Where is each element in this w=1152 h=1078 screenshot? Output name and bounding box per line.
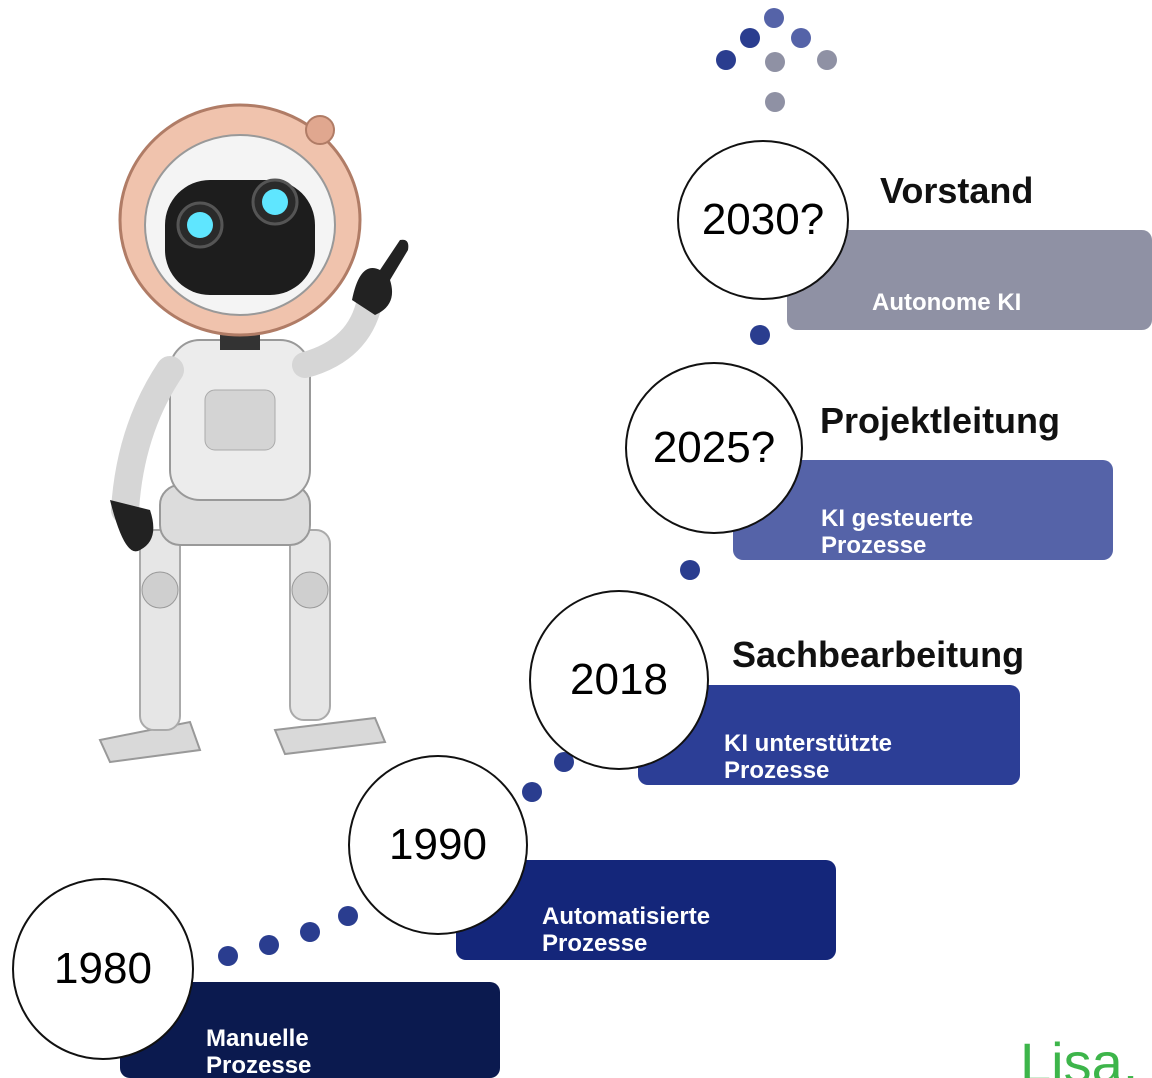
brand-wordmark: Lisa. [1020, 1031, 1139, 1078]
step-label-2018: KI unterstützte Prozesse [724, 730, 892, 784]
step-role-2030: Vorstand [880, 170, 1034, 211]
dot-connector [554, 752, 574, 772]
dot-top-4 [716, 50, 736, 70]
dot-top-5 [765, 52, 785, 72]
year-text-2025: 2025? [652, 423, 776, 472]
dot-top-3 [791, 28, 811, 48]
dot-connector [680, 560, 700, 580]
dot-connector [522, 782, 542, 802]
year-text-2030: 2030? [701, 195, 825, 244]
step-role-2018: Sachbearbeitung [732, 634, 1025, 675]
step-label-1990: Automatisierte Prozesse [542, 903, 711, 957]
dot-connector [259, 935, 279, 955]
dot-top-7 [765, 92, 785, 112]
dot-top-1 [764, 8, 784, 28]
dot-top-6 [817, 50, 837, 70]
dot-top-2 [740, 28, 760, 48]
year-circle-2025: 2025? [625, 362, 803, 534]
dot-connector [750, 325, 770, 345]
year-circle-1980: 1980 [12, 878, 194, 1060]
year-text-1990: 1990 [389, 820, 487, 869]
year-circle-2018: 2018 [529, 590, 709, 770]
step-label-2030: Autonome KI [872, 289, 1022, 317]
year-text-1980: 1980 [54, 944, 152, 993]
step-label-1980: Manuelle Prozesse [206, 1025, 312, 1078]
step-role-2025: Projektleitung [820, 400, 1061, 441]
robot-illustration [98, 103, 409, 764]
year-circle-2030: 2030? [677, 140, 849, 300]
year-circle-1990: 1990 [348, 755, 528, 935]
dot-connector [218, 946, 238, 966]
year-text-2018: 2018 [570, 655, 668, 704]
step-box-2030: Autonome KI [787, 230, 1152, 330]
dot-connector [300, 922, 320, 942]
step-label-2025: KI gesteuerte Prozesse [821, 505, 974, 559]
dot-connector [338, 906, 358, 926]
